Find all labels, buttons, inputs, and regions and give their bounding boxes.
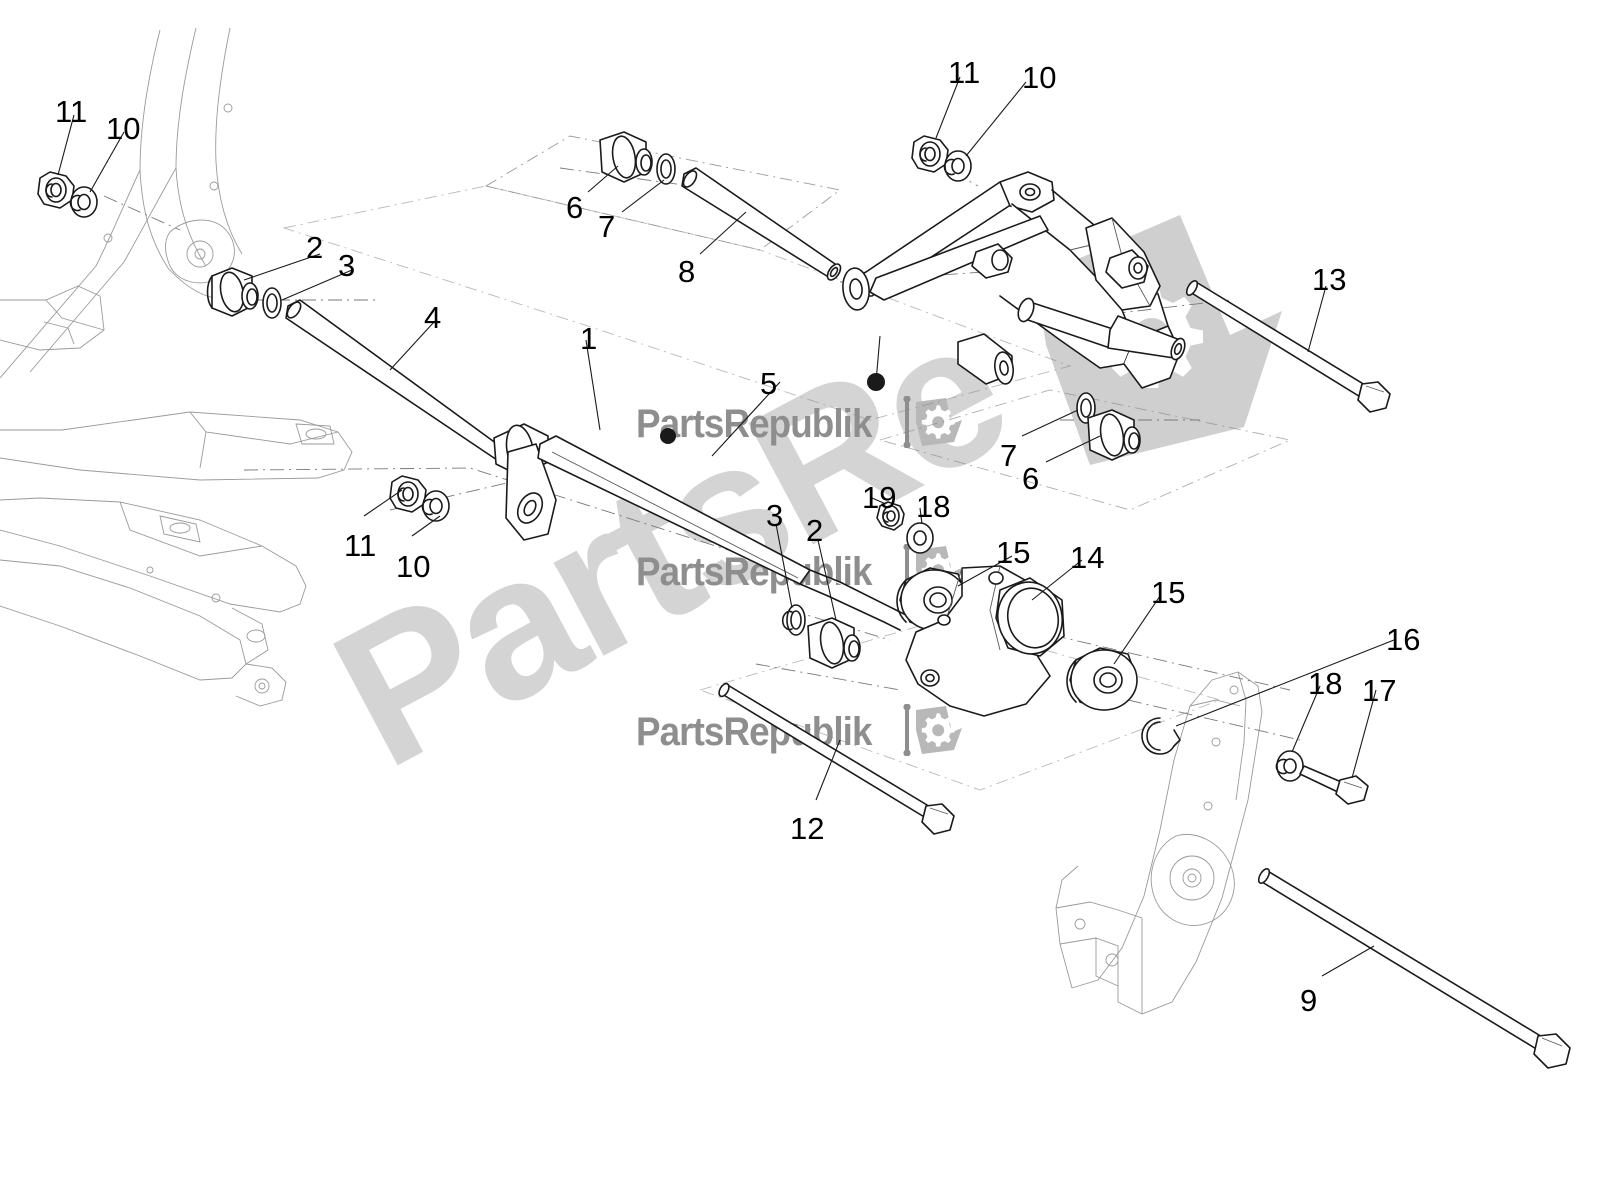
callout-10c: 10 xyxy=(396,549,431,584)
callout-7: 7 xyxy=(598,209,616,244)
callout-14: 14 xyxy=(1070,540,1105,575)
callout-6: 6 xyxy=(566,190,584,225)
callout-10b: 10 xyxy=(1022,60,1057,95)
callout-10: 10 xyxy=(106,111,141,146)
callout-18: 18 xyxy=(916,489,951,524)
callout-3: 3 xyxy=(338,248,356,283)
callout-15b: 15 xyxy=(1151,575,1186,610)
callout-11: 11 xyxy=(55,94,88,129)
callout-11c: 11 xyxy=(344,528,377,563)
callout-2b: 2 xyxy=(806,513,824,548)
callout-7b: 7 xyxy=(1000,438,1018,473)
callout-13: 13 xyxy=(1312,262,1347,297)
callout-1: 1 xyxy=(580,321,598,356)
callout-2: 2 xyxy=(306,230,324,265)
callout-4: 4 xyxy=(424,300,442,335)
callout-11b: 11 xyxy=(948,55,981,90)
callout-6b: 6 xyxy=(1022,461,1040,496)
callout-5: 5 xyxy=(760,366,778,401)
callout-19: 19 xyxy=(862,480,897,515)
callout-15: 15 xyxy=(996,535,1031,570)
callout-12: 12 xyxy=(790,811,825,846)
callout-8: 8 xyxy=(678,254,696,289)
callout-16: 16 xyxy=(1386,622,1421,657)
callout-9: 9 xyxy=(1300,983,1318,1018)
callout-3b: 3 xyxy=(766,498,784,533)
callout-17: 17 xyxy=(1362,673,1397,708)
callout-18b: 18 xyxy=(1308,666,1343,701)
